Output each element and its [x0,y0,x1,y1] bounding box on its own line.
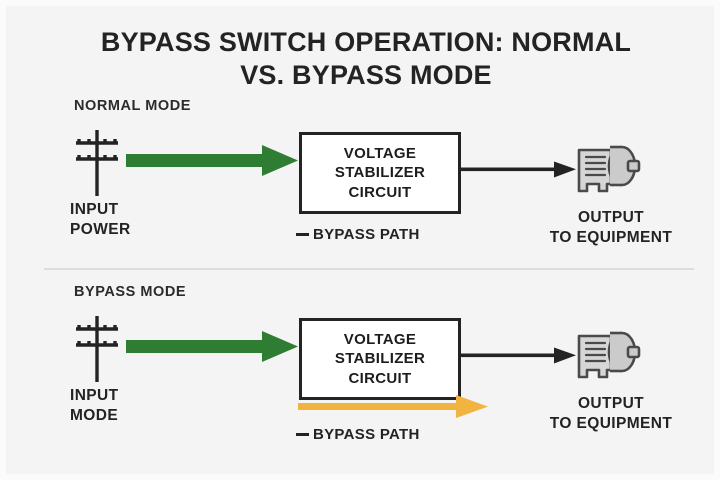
bypass-path-label-normal: BYPASS PATH [296,226,420,243]
stabilizer-box-line-1: VOLTAGE [343,330,417,348]
section-normal-mode: NORMAL MODE INPUT [6,98,720,266]
section-bypass-mode: BYPASS MODE INPUT [6,284,720,464]
output-caption-bypass: OUTPUT TO EQUIPMENT [516,394,706,434]
output-caption-line-2: TO EQUIPMENT [549,228,673,246]
stabilizer-box-line-2: STABILIZER [334,350,426,368]
mode-label-bypass: BYPASS MODE [74,284,187,300]
bypass-path-text: BYPASS PATH [313,226,420,243]
bypass-dash-icon [296,232,309,236]
input-caption-bypass: INPUT MODE [70,386,119,426]
black-arrow-icon [458,158,576,182]
input-caption-line-2: MODE [70,406,119,424]
page-title: BYPASS SWITCH OPERATION: NORMAL VS. BYPA… [6,26,720,93]
voltage-stabilizer-box-bypass: VOLTAGE STABILIZER CIRCUIT [299,318,461,400]
input-caption-line-2: POWER [70,220,131,238]
stabilizer-box-line-3: CIRCUIT [348,369,412,387]
page-title-line-2: VS. BYPASS MODE [240,60,492,91]
electric-motor-icon [572,140,644,202]
bypass-path-label-bypass: BYPASS PATH [296,426,420,443]
green-arrow-icon [126,144,298,178]
orange-bypass-arrow-icon [298,394,488,420]
mode-label-normal: NORMAL MODE [74,98,191,114]
output-caption-line-1: OUTPUT [577,395,645,412]
stabilizer-box-line-3: CIRCUIT [348,183,412,201]
input-caption-normal: INPUT POWER [70,200,131,240]
section-divider [44,268,694,270]
green-arrow-icon [126,330,298,364]
stabilizer-box-line-2: STABILIZER [334,164,426,182]
bypass-dash-icon [296,432,309,436]
electric-motor-icon [572,326,644,388]
output-caption-normal: OUTPUT TO EQUIPMENT [516,208,706,248]
utility-pole-icon [68,314,126,384]
voltage-stabilizer-box-normal: VOLTAGE STABILIZER CIRCUIT [299,132,461,214]
output-caption-line-1: OUTPUT [577,209,645,226]
utility-pole-icon [68,128,126,198]
stabilizer-box-line-1: VOLTAGE [343,144,417,162]
page-title-line-1: BYPASS SWITCH OPERATION: NORMAL [100,27,632,57]
input-caption-line-1: INPUT [70,201,119,218]
black-arrow-icon [458,344,576,368]
bypass-path-text: BYPASS PATH [313,426,420,443]
input-caption-line-1: INPUT [70,387,119,404]
output-caption-line-2: TO EQUIPMENT [549,414,673,432]
